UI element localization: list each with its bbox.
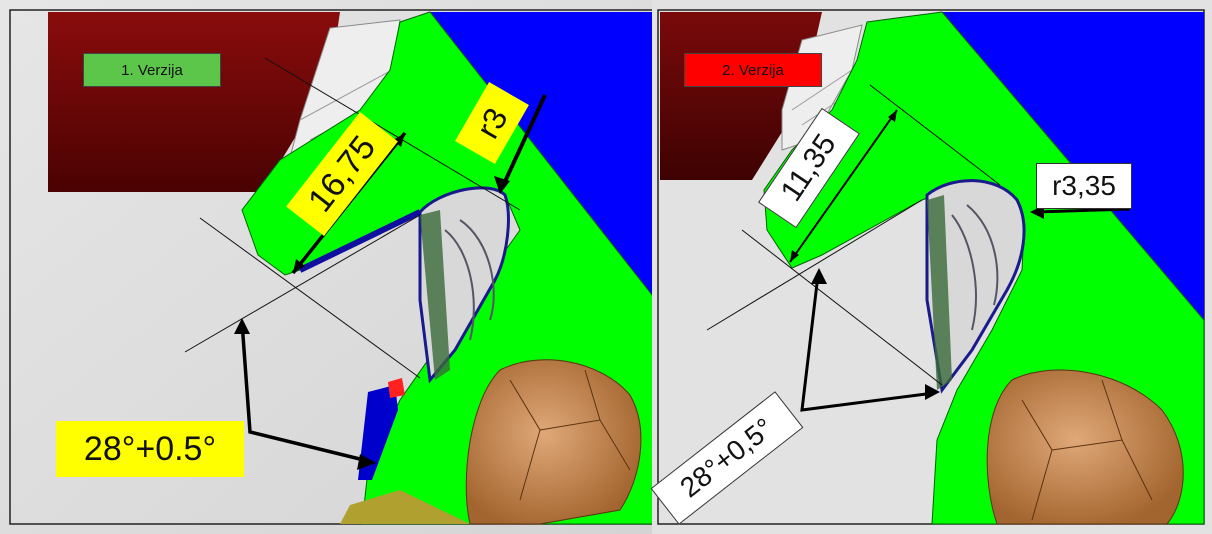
version-1-label: 1. Verzija [121, 61, 183, 79]
angle-arrow [800, 274, 935, 412]
construction-line [741, 229, 943, 386]
bottom-part [340, 490, 470, 524]
dimension-arrow [789, 109, 898, 263]
angle-arrow [240, 321, 373, 464]
lower-blue-part [358, 385, 398, 480]
construction-line [199, 217, 421, 379]
construction-line [706, 199, 923, 331]
radius-arrow [1035, 207, 1131, 214]
version-2-tag: 2. Verzija [684, 53, 822, 87]
radius-value: r3 [469, 101, 515, 145]
radius-r3-35-label: r3,35 [1036, 163, 1132, 209]
copper-part [986, 369, 1184, 525]
angle-label: 28°+0.5° [56, 421, 244, 477]
construction-line [264, 57, 521, 211]
version-1-tag: 1. Verzija [83, 53, 221, 87]
version-2-label: 2. Verzija [722, 61, 784, 79]
angle-value: 28°+0.5° [83, 430, 217, 468]
construction-line [184, 214, 421, 353]
construction-line [869, 84, 1001, 186]
copper-part [465, 359, 642, 525]
radius-arrow [500, 94, 547, 189]
radius-value: r3,35 [1052, 170, 1116, 201]
